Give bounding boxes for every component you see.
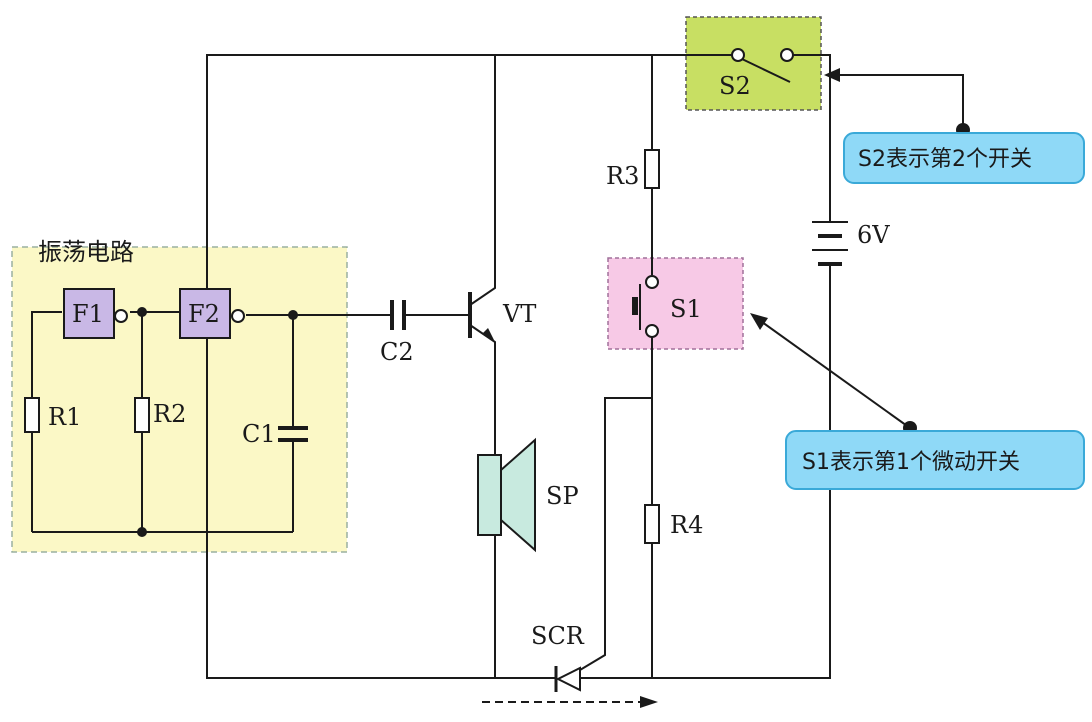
- s2-label: S2: [719, 72, 751, 100]
- switch-s2: S2: [719, 48, 794, 100]
- capacitor-c1: C1: [242, 420, 308, 448]
- transistor-vt: VT: [468, 292, 536, 342]
- capacitor-c2: C2: [380, 300, 414, 366]
- resistor-r1: R1: [24, 397, 81, 433]
- junction-dot: [137, 527, 147, 537]
- callout-s2: S2表示第2个开关: [824, 68, 1085, 184]
- r1-label: R1: [48, 403, 81, 431]
- s1-note: S1表示第1个微动开关: [802, 450, 1020, 475]
- junctions: [137, 307, 298, 537]
- current-direction-arrow: [482, 696, 658, 708]
- gate-f1: F1: [63, 288, 128, 339]
- f2-label: F2: [188, 300, 220, 328]
- c2-label: C2: [380, 338, 414, 366]
- oscillator-title: 振荡电路: [38, 238, 134, 266]
- gate-f2: F2: [179, 288, 245, 339]
- callout-s1: S1表示第1个微动开关: [750, 313, 1085, 490]
- r2-label: R2: [153, 400, 186, 428]
- resistor-r4: R4: [644, 504, 703, 544]
- speaker-sp: SP: [477, 437, 579, 553]
- wires: [31, 54, 831, 679]
- battery: 6V: [812, 221, 890, 275]
- r4-label: R4: [670, 511, 703, 539]
- switch-s1: S1: [632, 275, 702, 338]
- resistor-r2: R2: [134, 397, 186, 433]
- s1-label: S1: [670, 295, 702, 323]
- junction-dot: [288, 310, 298, 320]
- s1-box: [607, 257, 744, 350]
- battery-label: 6V: [857, 221, 890, 249]
- resistor-r3: R3: [606, 149, 660, 190]
- scr: SCR: [531, 622, 585, 692]
- f1-label: F1: [72, 300, 104, 328]
- sp-label: SP: [546, 482, 579, 510]
- vt-label: VT: [502, 300, 536, 328]
- junction-dot: [137, 307, 147, 317]
- scr-label: SCR: [531, 622, 585, 650]
- s2-note: S2表示第2个开关: [858, 147, 1032, 172]
- c1-label: C1: [242, 420, 276, 448]
- r3-label: R3: [606, 162, 639, 190]
